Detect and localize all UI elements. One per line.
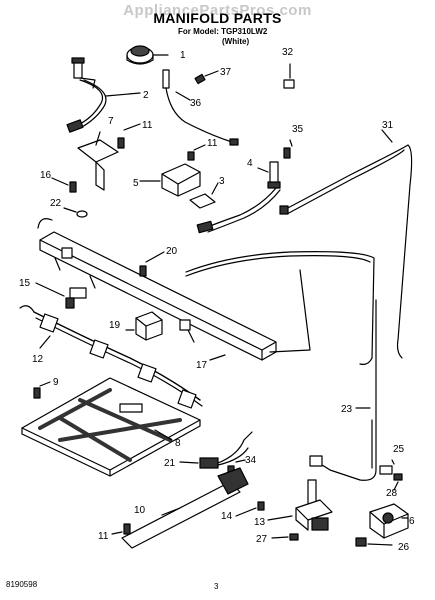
callout-21: 21: [164, 458, 176, 469]
callout-36: 36: [190, 98, 202, 109]
callout-26: 26: [398, 542, 410, 553]
part-5-valve: [139, 163, 201, 197]
callout-28: 28: [386, 488, 398, 499]
page-number: 3: [214, 582, 219, 591]
callout-6: 6: [409, 516, 415, 527]
callout-31: 31: [382, 120, 394, 131]
rear-loop-tube: [185, 251, 375, 365]
callout-37: 37: [220, 67, 232, 78]
callout-19: 19: [109, 320, 121, 331]
callout-17: 17: [196, 360, 208, 371]
part-23-gas-tube: [309, 299, 377, 481]
callout-35: 35: [292, 124, 304, 135]
part-12-spider: [19, 305, 203, 409]
callout-20: 20: [166, 246, 178, 257]
part-11-screw-upper: [117, 123, 141, 149]
part-13-regulator: [267, 479, 333, 531]
callout-1: 1: [180, 50, 186, 61]
part-26-fitting: [355, 537, 393, 547]
callout-5: 5: [133, 178, 139, 189]
part-11-screw-middle: [187, 144, 206, 161]
callout-10: 10: [134, 505, 146, 516]
part-25-fitting: [379, 459, 395, 475]
variant-label: (White): [222, 37, 250, 46]
callout-7: 7: [108, 116, 114, 127]
callout-34: 34: [245, 455, 257, 466]
callout-32: 32: [282, 47, 294, 58]
callout-3: 3: [219, 176, 225, 187]
part-9-screw: [33, 381, 51, 399]
callout-11-middle: 11: [207, 138, 218, 149]
part-32-fitting: [283, 63, 295, 89]
part-22-washer: [63, 207, 88, 218]
part-7-bracket: [77, 131, 119, 191]
callout-13: 13: [254, 517, 266, 528]
callout-2: 2: [143, 90, 149, 101]
part-31-tube: [279, 129, 413, 359]
callout-14: 14: [221, 511, 233, 522]
part-14-screw: [235, 501, 265, 517]
callout-15: 15: [19, 278, 31, 289]
part-15-valve: [35, 282, 87, 309]
callout-25: 25: [393, 444, 405, 455]
part-37-screw: [194, 70, 219, 85]
watermark: AppliancePartsPros.com: [123, 2, 312, 19]
part-3-clip: [189, 182, 219, 209]
part-11-screw-lower: [111, 523, 131, 535]
callout-8: 8: [175, 438, 181, 449]
part-27-fitting: [271, 533, 299, 541]
part-35-screw: [283, 139, 293, 159]
part-8-base-plate: [21, 377, 201, 477]
page-title: MANIFOLD PARTS: [153, 10, 282, 26]
part-20-screw: [139, 251, 165, 277]
part-19-switch: [125, 311, 163, 341]
part-28-clip: [393, 473, 403, 491]
callout-9: 9: [53, 377, 59, 388]
callout-11-lower: 11: [98, 531, 109, 542]
part-17-manifold-bar: [37, 218, 277, 361]
callout-12: 12: [32, 354, 44, 365]
callout-23: 23: [341, 404, 353, 415]
document-number: 8190598: [6, 580, 38, 589]
part-2-burner-tube: [66, 57, 141, 133]
callout-27: 27: [256, 534, 268, 545]
part-21-connector: [179, 431, 253, 469]
callout-22: 22: [50, 198, 62, 209]
callout-11-upper: 11: [142, 120, 153, 131]
part-16-screw: [51, 177, 77, 193]
part-10-burner-tube: [121, 467, 249, 549]
part-1-knob: [126, 45, 169, 65]
part-4-right-burner: [196, 161, 281, 234]
part-6-valve: [369, 503, 409, 539]
model-line: For Model: TGP310LW2: [178, 27, 268, 36]
callout-4: 4: [247, 158, 253, 169]
part-36-sensor: [162, 69, 239, 146]
callout-16: 16: [40, 170, 52, 181]
